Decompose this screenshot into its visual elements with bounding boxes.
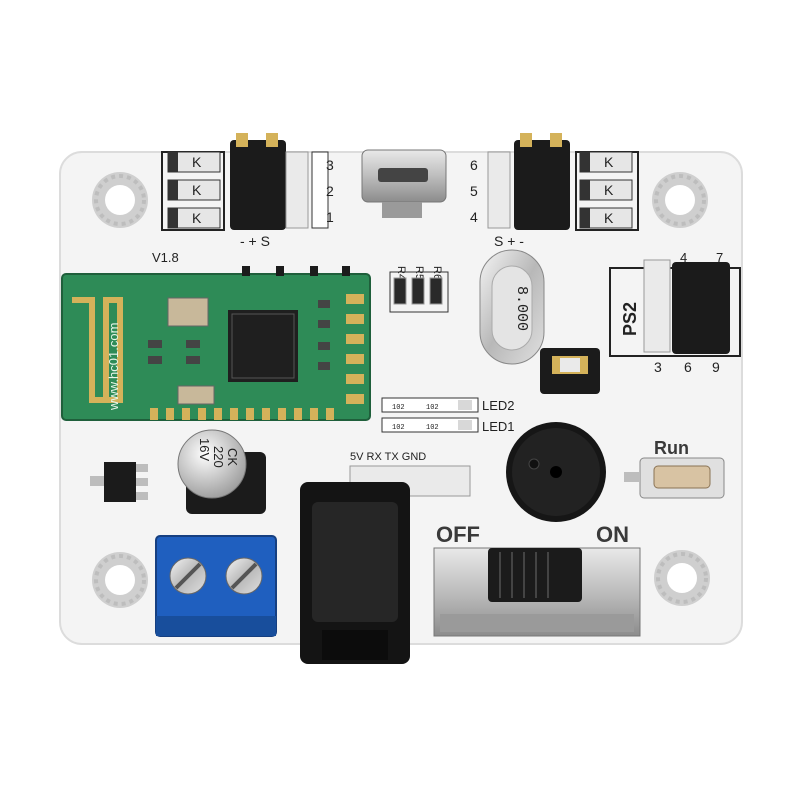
- screw-icon: [169, 557, 207, 595]
- svg-text:R4: R4: [395, 266, 407, 280]
- svg-text:102: 102: [426, 424, 439, 432]
- mounting-hole-icon: [92, 172, 148, 228]
- pin-label: - + S: [240, 233, 270, 249]
- usb-connector: [361, 149, 447, 218]
- buzzer: [506, 422, 606, 522]
- dc-power-jack: [300, 482, 410, 664]
- screw-icon: [225, 557, 263, 595]
- switch-on-label: ON: [596, 522, 629, 547]
- diode-icon: K: [579, 151, 633, 173]
- bt-brand-label: www.hc01.com: [106, 323, 121, 411]
- run-label: Run: [654, 438, 689, 458]
- svg-text:3: 3: [654, 359, 662, 375]
- screw-terminal-block: [155, 535, 277, 637]
- mounting-hole-icon: [654, 550, 710, 606]
- svg-text:102: 102: [426, 404, 439, 412]
- svg-text:16V: 16V: [197, 438, 212, 461]
- led-row: 102 102 102 102 LED2 LED1: [381, 397, 515, 434]
- header-number: 1: [326, 209, 334, 225]
- svg-text:6: 6: [684, 359, 692, 375]
- svg-text:9: 9: [712, 359, 720, 375]
- run-button: Run: [624, 438, 725, 499]
- diode-icon: K: [167, 151, 221, 173]
- svg-text:R5: R5: [413, 266, 425, 280]
- diode-icon: K: [167, 207, 221, 229]
- pin-label: S + -: [494, 233, 524, 249]
- version-label: V1.8: [152, 250, 179, 265]
- svg-text:8.000: 8.000: [513, 286, 530, 331]
- bluetooth-module: www.hc01.com: [61, 266, 371, 421]
- svg-text:K: K: [192, 182, 202, 198]
- header-number: 5: [470, 183, 478, 199]
- switch-off-label: OFF: [436, 522, 480, 547]
- svg-text:220: 220: [211, 446, 226, 468]
- mounting-hole-icon: [92, 552, 148, 608]
- header-number: 4: [470, 209, 478, 225]
- servo-header-left: K K K 3 2 1 - + S: [161, 133, 334, 249]
- jumper-block: [540, 348, 600, 394]
- led-label: LED2: [482, 398, 515, 413]
- svg-text:CK: CK: [225, 448, 240, 466]
- uart-label: 5V RX TX GND: [350, 451, 426, 463]
- svg-text:K: K: [604, 182, 614, 198]
- diode-icon: K: [167, 179, 221, 201]
- header-number: 6: [470, 157, 478, 173]
- crystal-oscillator: 8.000: [479, 249, 545, 365]
- svg-text:4: 4: [680, 250, 687, 265]
- led-label: LED1: [482, 419, 515, 434]
- voltage-regulator: [90, 462, 148, 502]
- svg-text:K: K: [604, 154, 614, 170]
- svg-text:102: 102: [392, 404, 405, 412]
- svg-text:7: 7: [716, 250, 723, 265]
- svg-text:K: K: [604, 210, 614, 226]
- svg-text:R6: R6: [431, 266, 443, 280]
- ps2-header: PS2 4 7 3 6 9: [609, 250, 741, 375]
- svg-text:PS2: PS2: [620, 302, 640, 336]
- svg-text:K: K: [192, 210, 202, 226]
- svg-text:K: K: [192, 154, 202, 170]
- header-number: 2: [326, 183, 334, 199]
- electrolytic-capacitor: 16V 220 CK: [177, 429, 266, 514]
- diode-icon: K: [579, 207, 633, 229]
- servo-header-right: 6 5 4 K K K S + -: [470, 133, 639, 249]
- power-switch: OFF ON: [433, 522, 641, 637]
- diode-icon: K: [579, 179, 633, 201]
- resistor-array: R4 R5 R6: [389, 266, 449, 313]
- svg-text:102: 102: [392, 424, 405, 432]
- mounting-hole-icon: [652, 172, 708, 228]
- header-number: 3: [326, 157, 334, 173]
